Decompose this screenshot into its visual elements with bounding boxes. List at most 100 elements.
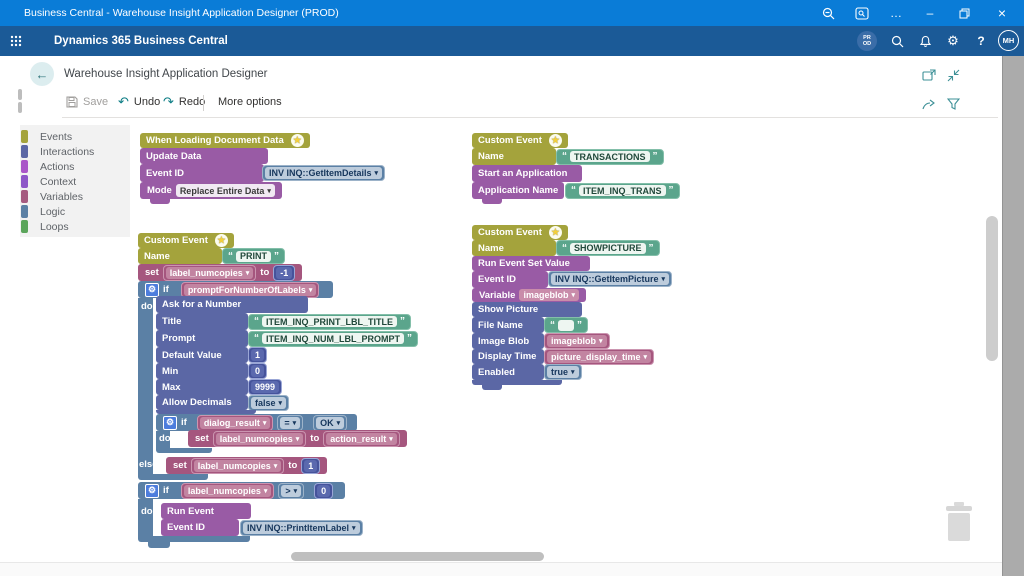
dropdown-variable[interactable]: action_result▾	[323, 430, 400, 447]
number-block[interactable]: 9999	[248, 379, 283, 395]
trash-icon[interactable]	[942, 501, 976, 543]
dropdown-variable[interactable]: dialog_result▾	[196, 414, 274, 431]
block-set-variable[interactable]: set label_numcopies▾ to -1	[138, 264, 303, 281]
redo-button[interactable]: ↷ Redo	[163, 94, 206, 109]
star-icon: ★	[214, 234, 228, 247]
event-block-custom-event[interactable]: Custom Event ★	[138, 233, 234, 248]
number-block[interactable]: 0	[248, 363, 268, 379]
share-icon[interactable]	[920, 95, 938, 113]
block-if-nested[interactable]: ⚙ if dialog_result▾ =▾ OK▾	[156, 414, 358, 431]
waffle-icon[interactable]	[10, 35, 22, 47]
block-show-picture[interactable]: Show Picture	[472, 302, 582, 317]
mutator-gear-icon[interactable]: ⚙	[145, 483, 159, 498]
number-block[interactable]: 1	[301, 457, 321, 474]
toolbox-category-context[interactable]: Context	[20, 174, 130, 189]
number-block[interactable]: 1	[248, 347, 268, 363]
block-update-data[interactable]: Update Data	[140, 148, 268, 164]
text-field[interactable]: ITEM_INQ_NUM_LBL_PROMPT	[262, 333, 405, 344]
settings-and-more-icon[interactable]: …	[890, 6, 902, 20]
dropdown-variable[interactable]: label_numcopies▾	[162, 264, 257, 281]
search-icon[interactable]	[884, 26, 910, 56]
save-button[interactable]: Save	[66, 96, 108, 108]
open-in-new-window-icon[interactable]	[920, 66, 938, 84]
block-set-variable[interactable]: set label_numcopies▾ to action_result▾	[188, 430, 407, 447]
text-field[interactable]: ITEM_INQ_TRANS	[579, 185, 666, 196]
text-block[interactable]: “ TRANSACTIONS ”	[556, 148, 664, 165]
notifications-bell-icon[interactable]	[912, 26, 938, 56]
filter-funnel-icon[interactable]	[944, 95, 962, 113]
save-icon	[66, 96, 78, 108]
event-block-custom-event[interactable]: Custom Event ★	[472, 133, 568, 148]
environment-badge: PR OD	[857, 31, 877, 51]
browser-essentials-icon[interactable]	[848, 0, 876, 26]
close-quote-icon: ”	[652, 151, 658, 162]
toolbox-category-interactions[interactable]: Interactions	[20, 144, 130, 159]
toolbox-category-actions[interactable]: Actions	[20, 159, 130, 174]
row-variable: Variable imageblob▾	[472, 288, 586, 302]
number-block[interactable]: 0	[314, 482, 334, 499]
event-block-custom-event[interactable]: Custom Event ★	[472, 225, 568, 240]
text-block[interactable]: “ ITEM_INQ_PRINT_LBL_TITLE ”	[248, 313, 412, 330]
undo-button[interactable]: ↶ Undo	[118, 94, 161, 109]
toolbox-category-logic[interactable]: Logic	[20, 204, 130, 219]
dropdown-event-id[interactable]: INV INQ::GetItemDetails▾	[262, 165, 386, 181]
dropdown-variable[interactable]: label_numcopies▾	[212, 430, 307, 447]
dropdown-operator[interactable]: >▾	[278, 482, 305, 499]
text-block[interactable]: “ SHOWPICTURE ”	[556, 240, 660, 256]
dropdown-event-id[interactable]: INV INQ::GetItemPicture▾	[548, 271, 673, 287]
event-block-when-loading-document-data[interactable]: When Loading Document Data ★	[140, 133, 310, 148]
text-block[interactable]: “ ”	[544, 317, 588, 333]
block-toolbox: Events Interactions Actions Context Vari…	[20, 125, 130, 237]
category-color-swatch	[21, 220, 28, 233]
text-block[interactable]: “ ITEM_INQ_NUM_LBL_PROMPT ”	[248, 330, 419, 347]
block-bottom-cap	[138, 536, 250, 542]
block-run-event-set-value[interactable]: Run Event Set Value	[472, 256, 590, 271]
dropdown-condition[interactable]: promptForNumberOfLabels▾	[180, 281, 320, 298]
text-field[interactable]: PRINT	[236, 250, 271, 262]
text-block[interactable]: “ ITEM_INQ_TRANS ”	[565, 182, 680, 199]
dropdown-operator[interactable]: =▾	[277, 414, 304, 431]
minimize-window-icon[interactable]: –	[926, 6, 934, 20]
dropdown-variable[interactable]: imageblob▾	[519, 289, 579, 301]
help-icon[interactable]: ?	[977, 34, 985, 48]
app-name[interactable]: Dynamics 365 Business Central	[54, 35, 228, 47]
close-window-icon[interactable]: ×	[997, 5, 1007, 21]
block-run-event[interactable]: Run Event	[161, 503, 251, 519]
mutator-gear-icon[interactable]: ⚙	[163, 415, 177, 430]
toolbox-category-loops[interactable]: Loops	[20, 219, 130, 234]
dropdown-variable[interactable]: picture_display_time▾	[544, 348, 655, 365]
dropdown-variable[interactable]: imageblob▾	[544, 333, 610, 349]
block-start-an-application[interactable]: Start an Application	[472, 165, 582, 182]
back-button[interactable]: ←	[30, 62, 54, 86]
restore-window-icon[interactable]	[950, 0, 978, 26]
zoom-out-icon[interactable]	[814, 0, 842, 26]
dropdown-value[interactable]: OK▾	[313, 414, 348, 431]
dropdown-variable[interactable]: label_numcopies▾	[190, 457, 285, 474]
block-if[interactable]: ⚙ if promptForNumberOfLabels▾	[138, 281, 334, 298]
settings-gear-icon[interactable]: ⚙	[947, 33, 959, 48]
vertical-scrollbar-thumb[interactable]	[986, 216, 998, 361]
more-options-button[interactable]: More options	[218, 96, 282, 108]
block-if[interactable]: ⚙ if label_numcopies▾ >▾ 0	[138, 482, 346, 499]
dropdown-event-id[interactable]: INV INQ::PrintItemLabel▾	[240, 520, 363, 536]
collapse-page-icon[interactable]	[944, 66, 962, 84]
dropdown-mode[interactable]: Replace Entire Data▾	[175, 184, 275, 197]
toolbox-category-events[interactable]: Events	[20, 129, 130, 144]
user-avatar[interactable]: MH	[998, 30, 1019, 51]
number-block[interactable]: -1	[273, 264, 296, 281]
category-color-swatch	[21, 190, 28, 203]
text-field[interactable]	[558, 319, 574, 331]
row-event-id: Event ID	[472, 271, 548, 288]
horizontal-scrollbar-thumb[interactable]	[291, 552, 544, 561]
text-field[interactable]: TRANSACTIONS	[570, 151, 650, 162]
block-set-variable[interactable]: set label_numcopies▾ to 1	[166, 457, 328, 474]
toolbox-category-variables[interactable]: Variables	[20, 189, 130, 204]
mutator-gear-icon[interactable]: ⚙	[145, 282, 159, 297]
text-field[interactable]: ITEM_INQ_PRINT_LBL_TITLE	[262, 316, 398, 327]
text-field[interactable]: SHOWPICTURE	[570, 242, 646, 254]
dropdown-enabled[interactable]: true▾	[544, 364, 582, 380]
text-block[interactable]: “ PRINT ”	[222, 248, 285, 264]
dropdown-allow-decimals[interactable]: false▾	[248, 394, 290, 411]
dropdown-variable[interactable]: label_numcopies▾	[180, 482, 275, 499]
block-ask-for-a-number[interactable]: Ask for a Number	[156, 296, 308, 313]
